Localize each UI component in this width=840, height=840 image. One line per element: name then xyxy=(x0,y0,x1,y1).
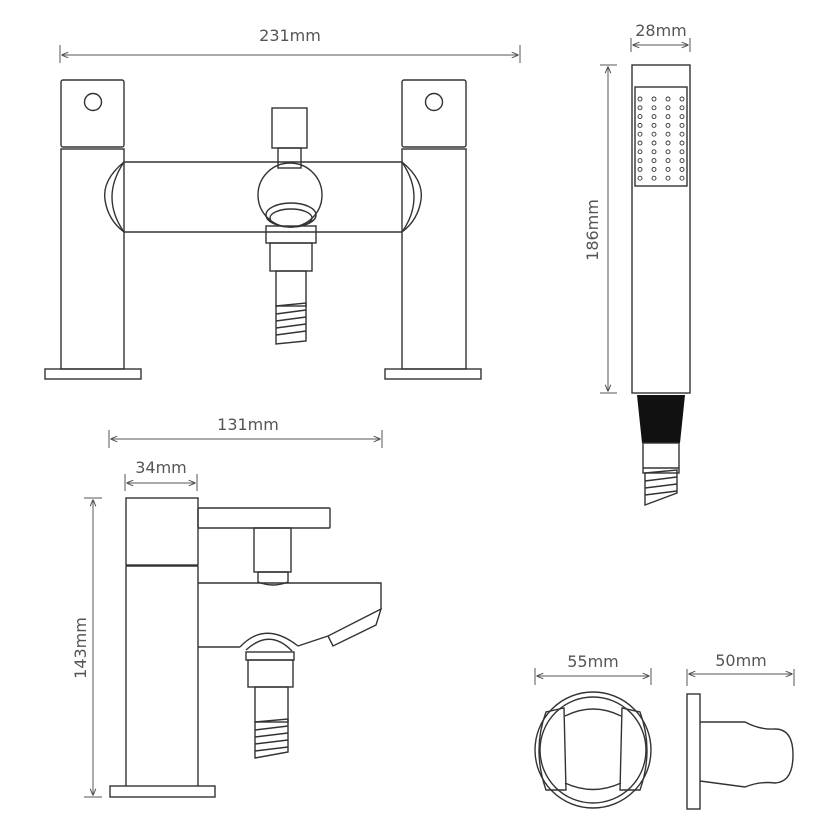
cold-indicator-icon xyxy=(424,92,444,112)
dimension-holder-diameter: 55mm xyxy=(534,652,652,685)
dimension-handset-width: 28mm xyxy=(630,21,691,52)
handset-body xyxy=(631,64,691,394)
spray-face xyxy=(634,86,688,187)
dimension-pillar-width: 34mm xyxy=(124,458,198,491)
holder-side-view: 50mm xyxy=(686,651,795,810)
overall-width-label: 231mm xyxy=(259,26,321,45)
handset-length-label: 186mm xyxy=(583,199,602,261)
dimension-depth: 131mm xyxy=(108,415,383,448)
dimension-holder-projection: 50mm xyxy=(686,651,795,686)
spray-nozzles xyxy=(637,96,685,181)
handset-view: 28mm 186mm xyxy=(583,21,691,507)
handset-grip xyxy=(637,395,685,443)
holder-front-view: 55mm xyxy=(534,652,652,809)
height-label: 143mm xyxy=(71,617,90,679)
dimension-overall-width: 231mm xyxy=(59,26,521,63)
left-pillar xyxy=(44,79,142,380)
depth-label: 131mm xyxy=(217,415,279,434)
handset-width-label: 28mm xyxy=(635,21,687,40)
right-pillar xyxy=(384,79,482,380)
holder-projection-label: 50mm xyxy=(715,651,767,670)
dimension-handset-length: 186mm xyxy=(583,64,617,394)
front-view: 231mm xyxy=(44,26,521,380)
side-view: 131mm 34mm 143mm xyxy=(71,415,383,798)
dimension-height: 143mm xyxy=(71,497,102,798)
mixer-body xyxy=(103,161,423,233)
pillar-width-label: 34mm xyxy=(135,458,187,477)
diverter xyxy=(257,107,323,345)
holder-diameter-label: 55mm xyxy=(567,652,619,671)
hot-indicator-icon xyxy=(83,92,103,112)
